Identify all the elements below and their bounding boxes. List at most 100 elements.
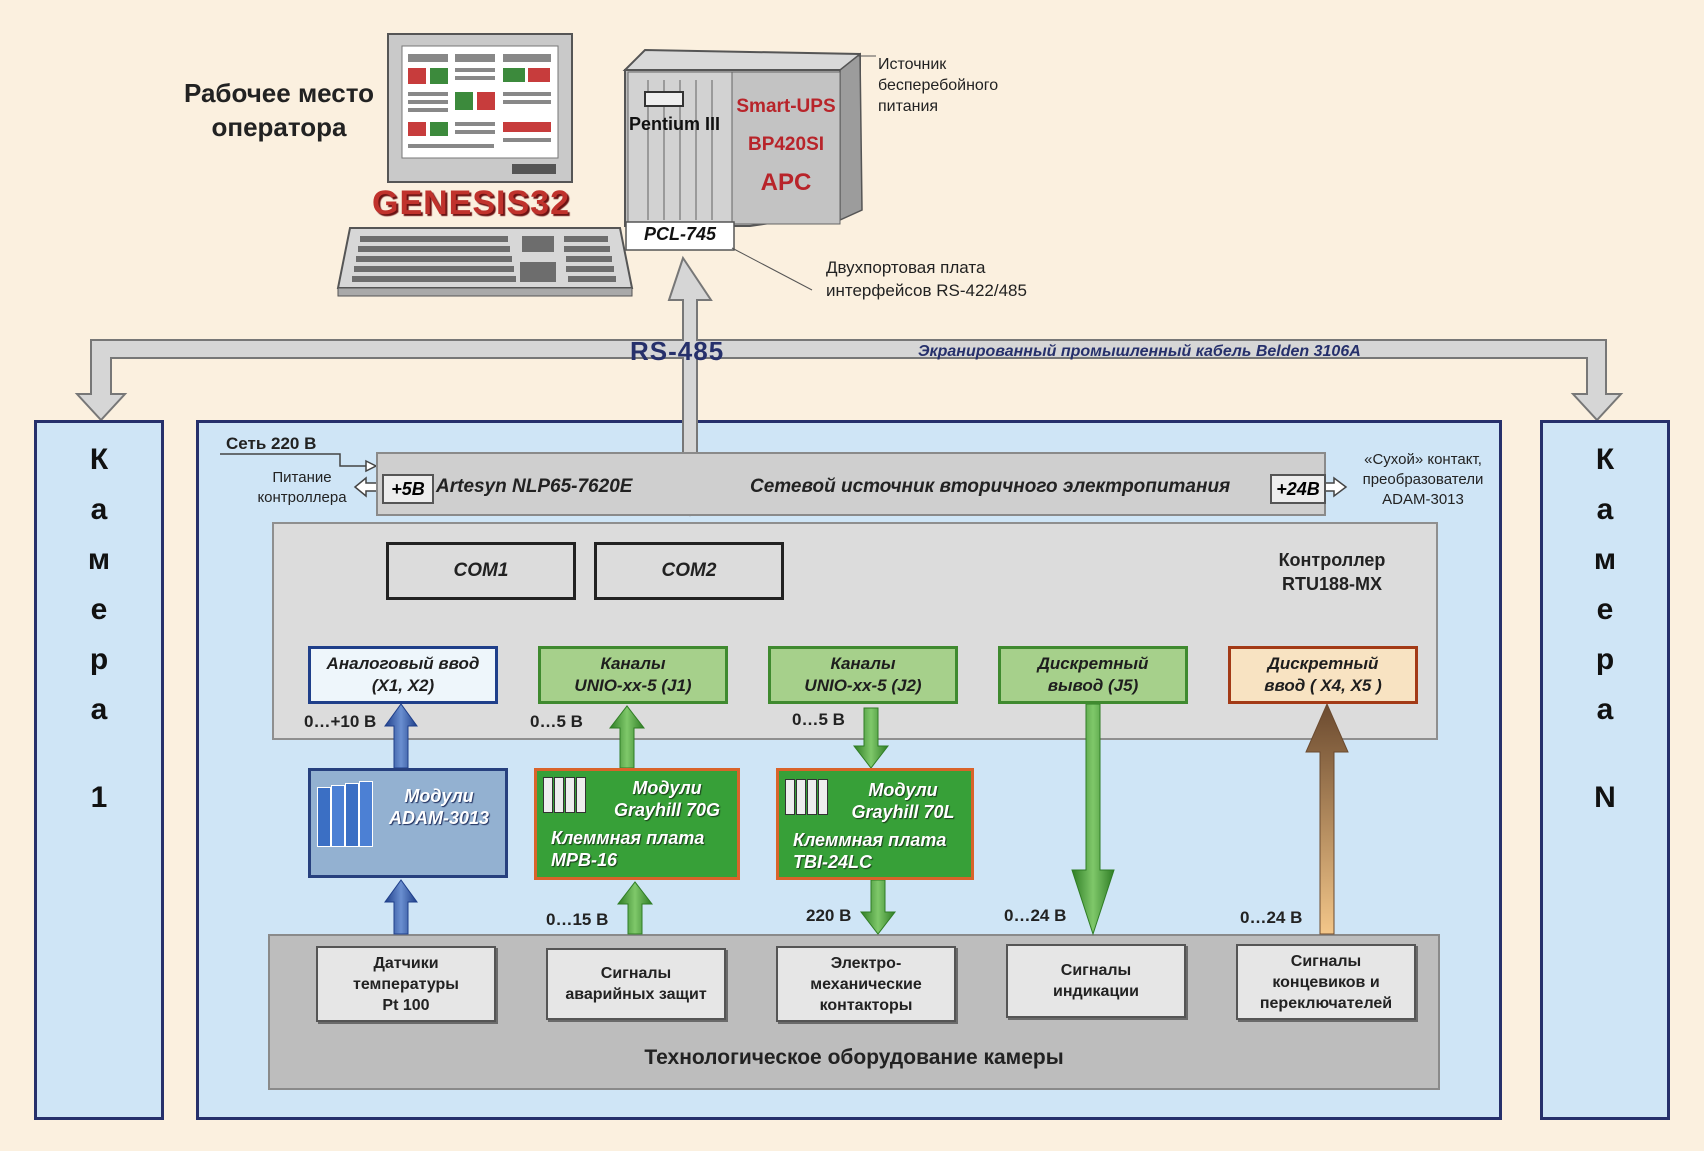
camera-n-panel[interactable]: К а м е р а N (1540, 420, 1670, 1120)
dry-contact-line3: ADAM-3013 (1382, 491, 1464, 508)
j5-arrow (1071, 703, 1115, 936)
signal-contactors-line1: Электро- (830, 954, 902, 972)
operator-title-line1: Рабочее место (183, 78, 375, 108)
grayhill-70g-line2: Grayhill 70G (613, 800, 721, 820)
keyboard-icon (336, 227, 634, 297)
psu-model: Artesyn NLP65-7620E (436, 476, 633, 497)
mains-label: Сеть 220 В (226, 434, 317, 453)
j1-voltage: 0…5 В (530, 712, 583, 731)
grayhill-70g-line1: Модули (632, 778, 702, 798)
monitor-icon (387, 33, 573, 183)
ups-note-line2: бесперебойного (878, 77, 999, 94)
operator-title-line2: оператора (211, 112, 347, 142)
signal-contactors-line3: контакторы (819, 996, 913, 1014)
controller-power-line2: контроллера (257, 489, 347, 506)
cpu-label: Pentium III (629, 114, 721, 134)
camera-1-panel[interactable]: К а м е р а 1 (34, 420, 164, 1120)
discrete-output-line1: Дискретный (1037, 654, 1149, 673)
dry-contact-line1: «Сухой» контакт, (1364, 451, 1482, 468)
grayhill-70l-line3: Клеммная плата (793, 830, 947, 850)
signal-temperature-line3: Pt 100 (382, 996, 430, 1014)
unio-j1-line2: UNIO-xx-5 (J1) (574, 676, 692, 695)
camera-n-letter: м (1593, 543, 1617, 576)
controller-power-note: Питание контроллера (244, 468, 360, 508)
analog-input-line2: (X1, X2) (371, 676, 435, 695)
dry-contact-line2: преобразователи (1362, 471, 1484, 488)
camera-1-letter: е (90, 593, 108, 626)
field-voltage-j5: 0…24 В (1004, 906, 1067, 925)
signal-limit-line1: Сигналы (1290, 952, 1362, 970)
power-supply-unit[interactable]: +5В Artesyn NLP65-7620E Сетевой источник… (376, 452, 1326, 516)
discrete-output-channel[interactable]: Дискретный вывод (J5) (998, 646, 1188, 704)
card-leader-line (731, 247, 813, 291)
dry-contact-note: «Сухой» контакт, преобразователи ADAM-30… (1348, 450, 1498, 510)
cable-label: Экранированный промышленный кабель Belde… (918, 343, 1361, 360)
discrete-input-line2: ввод ( X4, X5 ) (1264, 676, 1382, 695)
signal-limit-switches[interactable]: Сигналы концевиков и переключателей (1236, 944, 1416, 1020)
grayhill-70g-board: Клеммная плата MPB-16 (551, 827, 704, 871)
camera-n-letter: а (1596, 493, 1614, 526)
signal-indication-line2: индикации (1053, 983, 1139, 1000)
adam-module-line1: Модули (404, 786, 474, 806)
adam-module-icon (317, 781, 381, 851)
signal-contactors[interactable]: Электро- механические контакторы (776, 946, 956, 1022)
camera-n-letter: р (1595, 643, 1615, 676)
ups-label-line2: BP420SI (747, 134, 825, 155)
grayhill-70l-line4: TBI-24LC (793, 852, 873, 872)
grayhill-70g-module[interactable]: Модули Grayhill 70G Клеммная плата MPB-1… (534, 768, 740, 880)
controller-name-line1: Контроллер (1278, 550, 1386, 570)
unio-j2-line2: UNIO-xx-5 (J2) (804, 676, 922, 695)
discrete-input-channel[interactable]: Дискретный ввод ( X4, X5 ) (1228, 646, 1418, 704)
grayhill-70g-line3: Клеммная плата (551, 828, 705, 848)
camera-n-letter: К (1595, 443, 1615, 476)
analog-input-channel[interactable]: Аналоговый ввод (X1, X2) (308, 646, 498, 704)
camera-1-letter: р (89, 643, 109, 676)
ups-note-line3: питания (878, 98, 939, 115)
card-note: Двухпортовая плата интерфейсов RS-422/48… (826, 256, 1027, 302)
j1-arrows (608, 705, 654, 935)
j2-voltage: 0…5 В (792, 710, 845, 729)
signal-indication[interactable]: Сигналы индикации (1006, 944, 1186, 1018)
controller-name-line2: RTU188-MX (1281, 574, 1383, 594)
camera-1-letter: К (89, 443, 109, 476)
unio-j2-channel[interactable]: Каналы UNIO-xx-5 (J2) (768, 646, 958, 704)
com2-port[interactable]: COM2 (594, 542, 784, 600)
unio-j2-line1: Каналы (830, 654, 896, 673)
controller-name: Контроллер RTU188-MX (1252, 548, 1412, 596)
grayhill-70g-icon (543, 777, 587, 813)
signal-indication-line1: Сигналы (1060, 962, 1132, 979)
signal-temperature-sensors[interactable]: Датчики температуры Pt 100 (316, 946, 496, 1022)
discrete-output-line2: вывод (J5) (1047, 676, 1139, 695)
operator-workplace-title: Рабочее место оператора (168, 76, 390, 144)
signal-contactors-line2: механические (810, 975, 922, 993)
ups-note: Источник бесперебойного питания (878, 54, 998, 117)
signal-emergency-protection[interactable]: Сигналы аварийных защит (546, 948, 726, 1020)
grayhill-70l-board: Клеммная плата TBI-24LC (793, 829, 946, 873)
camera-n-letter: а (1596, 693, 1614, 726)
adam-module-label: Модули ADAM-3013 (379, 785, 499, 829)
signal-temperature-line2: температуры (353, 975, 459, 993)
grayhill-70g-line4: MPB-16 (551, 850, 618, 870)
psu-24v-output: +24В (1270, 474, 1326, 504)
ups-label-line3: APC (760, 169, 812, 196)
card-label: PCL-745 (643, 224, 717, 244)
adam-module[interactable]: Модули ADAM-3013 (308, 768, 508, 878)
adam-module-line2: ADAM-3013 (388, 808, 490, 828)
unio-j1-channel[interactable]: Каналы UNIO-xx-5 (J1) (538, 646, 728, 704)
software-title: GENESIS32 (372, 184, 570, 222)
ups-label-line1: Smart-UPS (736, 96, 836, 117)
camera-1-letter: м (87, 543, 111, 576)
com1-port[interactable]: COM1 (386, 542, 576, 600)
equipment-title: Технологическое оборудование камеры (644, 1046, 1064, 1069)
grayhill-70l-module[interactable]: Модули Grayhill 70L Клеммная плата TBI-2… (776, 768, 974, 880)
discrete-input-line1: Дискретный (1267, 654, 1379, 673)
signal-temperature-line1: Датчики (373, 954, 439, 972)
ups-label: Smart-UPS BP420SI APC (734, 88, 838, 202)
signal-emergency-line2: аварийных защит (565, 986, 707, 1003)
controller-power-line1: Питание (272, 469, 332, 486)
psu-description: Сетевой источник вторичного электропитан… (750, 476, 1231, 497)
analog-arrows (384, 703, 418, 935)
grayhill-70l-line1: Модули (868, 780, 938, 800)
psu-5v-output: +5В (382, 474, 434, 504)
